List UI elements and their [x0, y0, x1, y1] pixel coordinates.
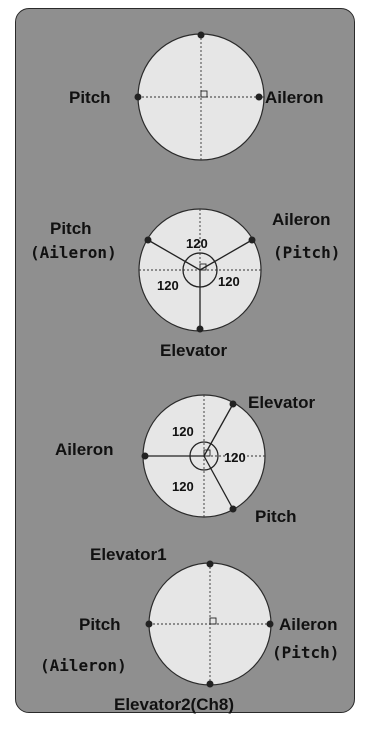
servo-point-aileron: [248, 236, 256, 244]
servo-point-pitch: [229, 505, 237, 513]
center-marker: [199, 263, 207, 271]
swashplate-diagram-3: 120 120 120 Aileron Elevator Pitch: [55, 393, 315, 526]
angle-label-bottom: 120: [172, 479, 194, 494]
center-marker: [203, 449, 211, 457]
servo-point-top: [197, 31, 205, 39]
swashplate-diagram-2: 120 120 120 Pitch (Aileron) Aileron (Pit…: [30, 208, 340, 360]
label-aileron-sub-left: (Aileron): [40, 656, 127, 675]
label-pitch: Pitch: [79, 615, 121, 634]
label-aileron: Aileron: [55, 440, 114, 459]
angle-label-top: 120: [172, 424, 194, 439]
servo-point-elevator: [196, 325, 204, 333]
servo-point-pitch: [134, 93, 142, 101]
angle-label-left: 120: [157, 278, 179, 293]
angle-label-top: 120: [186, 236, 208, 251]
label-pitch: Pitch: [255, 507, 297, 526]
label-elevator: Elevator: [248, 393, 315, 412]
label-pitch-sub: (Aileron): [30, 243, 117, 262]
servo-point-aileron: [255, 93, 263, 101]
label-aileron: Aileron: [272, 210, 331, 229]
label-aileron: Aileron: [279, 615, 338, 634]
label-pitch-sub-right: (Pitch): [272, 643, 339, 662]
arm-elevator: [203, 403, 234, 457]
servo-point-aileron: [266, 620, 274, 628]
swashplate-diagram-4: Elevator1 Pitch (Aileron) Aileron (Pitch…: [40, 545, 339, 714]
swashplate-diagram-1: Pitch Aileron: [69, 31, 324, 161]
label-pitch: Pitch: [69, 88, 111, 107]
servo-point-elevator2: [206, 680, 214, 688]
servo-point-elevator: [229, 400, 237, 408]
servo-point-pitch: [144, 236, 152, 244]
label-pitch: Pitch: [50, 219, 92, 238]
right-angle-marker: [200, 90, 208, 98]
arm-pitch: [203, 455, 234, 510]
label-elevator1: Elevator1: [90, 545, 167, 564]
label-elevator: Elevator: [160, 341, 227, 360]
label-aileron: Aileron: [265, 88, 324, 107]
right-angle-marker: [209, 617, 217, 625]
angle-label-right: 120: [218, 274, 240, 289]
arm-pitch: [147, 239, 201, 271]
servo-point-pitch: [145, 620, 153, 628]
servo-point-aileron: [141, 452, 149, 460]
label-aileron-sub: (Pitch): [273, 243, 340, 262]
label-elevator2: Elevator2(Ch8): [114, 695, 234, 714]
angle-label-right: 120: [224, 450, 246, 465]
servo-point-elevator1: [206, 560, 214, 568]
arm-aileron: [199, 239, 253, 271]
